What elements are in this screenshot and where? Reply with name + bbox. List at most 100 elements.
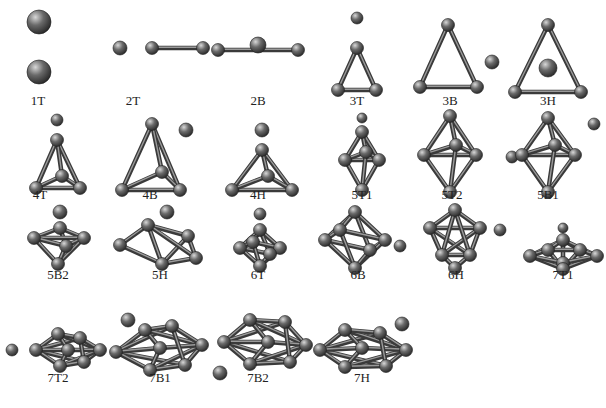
- structure-label: 7T2: [48, 371, 69, 385]
- cluster-atom: [244, 314, 257, 327]
- adsorbate-atom: [395, 317, 409, 331]
- cluster-atom: [516, 149, 529, 162]
- bond: [152, 124, 180, 190]
- cluster-atom: [254, 224, 267, 237]
- bond: [548, 118, 575, 155]
- bond: [448, 25, 477, 87]
- cluster-atom: [370, 84, 383, 97]
- bond-highlight: [420, 24, 448, 86]
- cluster-atom: [110, 346, 123, 359]
- adsorbate-atom: [113, 41, 127, 55]
- bond: [357, 48, 376, 90]
- cluster-atom: [30, 344, 43, 357]
- cluster-atom: [78, 232, 91, 245]
- bond: [152, 124, 162, 172]
- cluster-atom: [418, 149, 431, 162]
- structure-label: 2T: [126, 94, 140, 108]
- bond-highlight: [152, 123, 180, 189]
- cluster-atom: [575, 86, 588, 99]
- adsorbate-atom: [250, 37, 266, 53]
- cluster-atom: [286, 184, 299, 197]
- cluster-atom: [244, 358, 257, 371]
- cluster-atom: [470, 149, 483, 162]
- bond-highlight: [430, 226, 480, 227]
- cluster-atom: [262, 170, 275, 183]
- cluster-atom: [28, 232, 41, 245]
- cluster-atom: [591, 250, 604, 263]
- cluster-atom: [471, 81, 484, 94]
- adsorbate-atom: [160, 205, 174, 219]
- cluster-atom: [332, 84, 345, 97]
- cluster-atom: [52, 328, 65, 341]
- bond-highlight: [152, 47, 203, 48]
- structure-label: 5H: [152, 268, 168, 282]
- cluster-atom: [414, 81, 427, 94]
- cluster-atom: [182, 230, 195, 243]
- adsorbate-atom: [27, 10, 51, 34]
- structure-label: 4T: [33, 188, 47, 202]
- structure-label: 6T: [251, 268, 265, 282]
- cluster-atom: [374, 327, 387, 340]
- cluster-atom: [74, 182, 87, 195]
- cluster-atom: [380, 360, 393, 373]
- cluster-atom: [424, 222, 437, 235]
- cluster-atom: [196, 339, 209, 352]
- cluster-atom: [334, 224, 347, 237]
- adsorbate-atom: [539, 59, 557, 77]
- structure-label: 7B1: [149, 371, 171, 385]
- cluster-atom: [54, 222, 67, 235]
- cluster-atom: [146, 42, 159, 55]
- structure-label: 4B: [142, 188, 157, 202]
- cluster-atom: [212, 44, 225, 57]
- cluster-atom: [51, 134, 64, 147]
- adsorbate-atom: [27, 60, 51, 84]
- cluster-atom: [56, 170, 69, 183]
- cluster-atom: [574, 244, 587, 257]
- structure-label: 6B: [350, 268, 365, 282]
- cluster-atom: [449, 204, 462, 217]
- adsorbate-atom: [121, 313, 135, 327]
- adsorbate-atom: [213, 366, 227, 380]
- structure-label: 3B: [442, 94, 457, 108]
- cluster-atom: [524, 250, 537, 263]
- bond: [450, 116, 476, 155]
- structure-label: 5B1: [537, 188, 559, 202]
- bond: [548, 25, 581, 92]
- cluster-atom: [279, 316, 292, 329]
- structure-label: 4H: [250, 188, 266, 202]
- bond: [430, 226, 480, 231]
- cluster-atom: [78, 356, 91, 369]
- adsorbate-atom: [53, 205, 67, 219]
- cluster-atom: [373, 154, 386, 167]
- structure-label: 7T1: [553, 268, 574, 282]
- cluster-atom: [284, 356, 297, 369]
- adsorbate-atom: [494, 224, 506, 236]
- adsorbate-atom: [394, 240, 406, 252]
- adsorbate-atom: [351, 12, 363, 24]
- adsorbate-atom: [255, 123, 269, 137]
- cluster-atom: [319, 234, 332, 247]
- bond-highlight: [448, 24, 477, 86]
- cluster-atom: [262, 336, 275, 349]
- cluster-atom: [379, 234, 392, 247]
- cluster-atom: [339, 324, 352, 337]
- cluster-atom: [360, 146, 373, 159]
- cluster-atom: [114, 239, 127, 252]
- cluster-atom: [256, 144, 269, 157]
- bond: [262, 150, 292, 190]
- structure-label: 5B2: [47, 268, 69, 282]
- bond: [152, 46, 203, 51]
- bond: [442, 210, 455, 255]
- cluster-atom: [356, 342, 369, 355]
- bond: [420, 85, 477, 90]
- cluster-atom: [542, 19, 555, 32]
- structure-label: 3H: [540, 94, 556, 108]
- cluster-atom: [146, 118, 159, 131]
- cluster-atom: [351, 42, 364, 55]
- cluster-atom: [139, 324, 152, 337]
- structure-label: 6H: [448, 268, 464, 282]
- structure-label: 7H: [354, 371, 370, 385]
- cluster-atom: [569, 149, 582, 162]
- adsorbate-atom: [254, 208, 266, 220]
- cluster-atom: [218, 336, 231, 349]
